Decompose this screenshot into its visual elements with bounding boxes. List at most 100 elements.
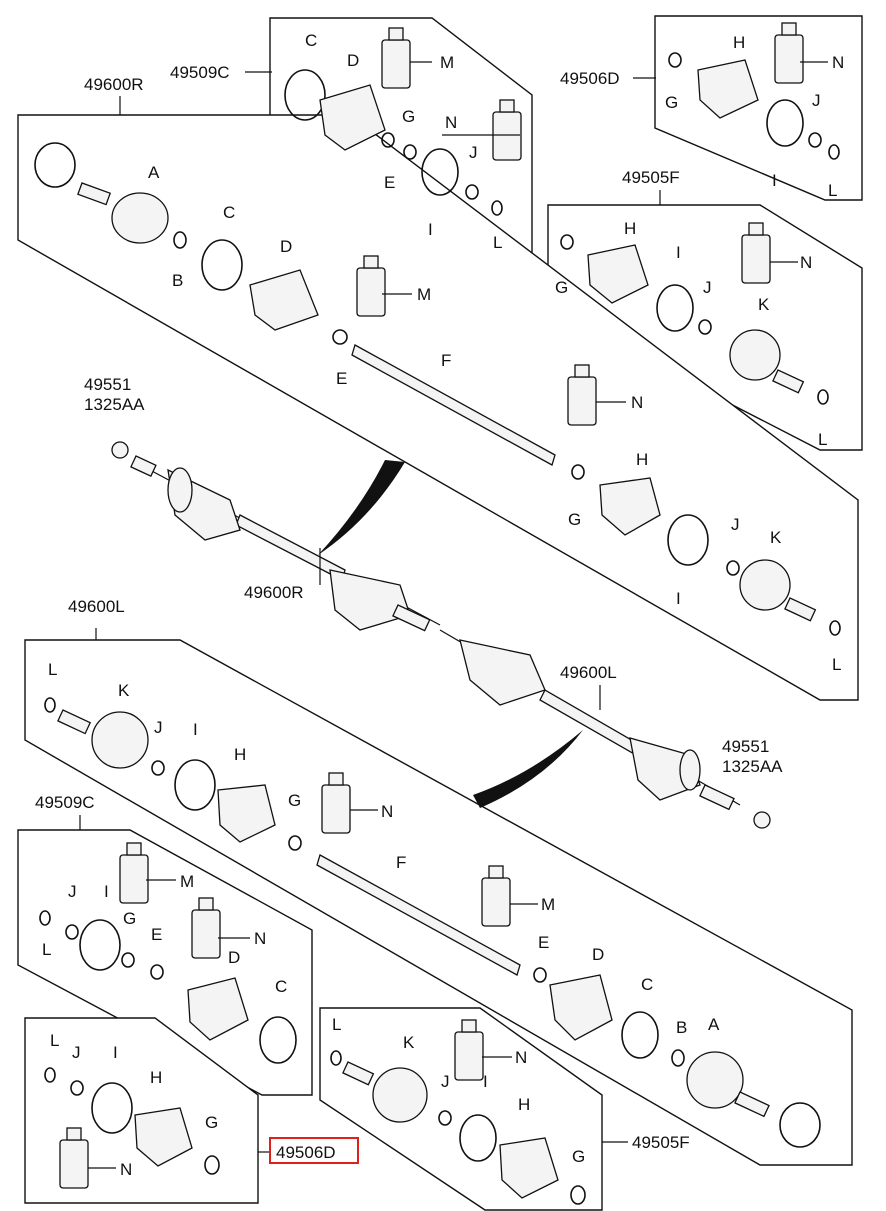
label-49505f-bottom: 49505F [632, 1133, 690, 1152]
boot-d-top [249, 269, 319, 331]
letter-c: C [641, 975, 653, 994]
letter-m: M [541, 895, 555, 914]
letter-m: M [417, 285, 431, 304]
boot-h-lower [217, 784, 276, 843]
clamp-g-kit3 [560, 234, 574, 250]
letter-l: L [493, 233, 502, 252]
letter-n: N [254, 929, 266, 948]
grease-n-kit2 [774, 22, 804, 84]
ring-j-mid [726, 560, 740, 576]
clamp-e-top [332, 329, 348, 345]
letter-d: D [347, 51, 359, 70]
clamp-i-kit3 [656, 284, 694, 332]
inner-joint-k-lower [57, 709, 149, 769]
assembled-shaft-49600r [130, 455, 441, 632]
ring-b-lower [671, 1049, 685, 1067]
clamp-i-kit5 [91, 1082, 133, 1134]
clamp-c-kit4 [259, 1016, 297, 1064]
letter-c: C [223, 203, 235, 222]
grease-m-lower [481, 865, 511, 927]
circlip-l-kit1 [491, 200, 503, 216]
outer-joint-a-lower [686, 1051, 770, 1118]
clamp-g-lower [288, 835, 302, 851]
clamp-g-kit5 [204, 1155, 220, 1175]
letter-j: J [731, 515, 740, 534]
outer-joint-a-top [77, 182, 169, 244]
letter-l: L [332, 1015, 341, 1034]
letter-g: G [555, 278, 568, 297]
letter-g: G [402, 107, 415, 126]
grease-n-kit4 [191, 897, 221, 959]
grease-n-kit1 [492, 99, 522, 161]
label-49505f-top: 49505F [622, 168, 680, 187]
letter-a: A [708, 1015, 720, 1034]
label-49551-bottom: 49551 [722, 737, 769, 756]
letter-k: K [758, 295, 770, 314]
letter-m: M [440, 53, 454, 72]
letter-i: I [772, 171, 777, 190]
highlight-box-49506d [269, 1137, 359, 1164]
letter-h: H [636, 450, 648, 469]
letter-g: G [572, 1147, 585, 1166]
clamp-i-mid [667, 514, 709, 566]
letter-h: H [733, 33, 745, 52]
label-49600l-mid: 49600L [560, 663, 617, 682]
circlip-l-kit4 [39, 910, 51, 926]
grease-m-top [356, 255, 386, 317]
letter-i: I [428, 220, 433, 239]
clamp-g-kit2 [668, 52, 682, 68]
inner-joint-k-kit6 [342, 1061, 428, 1123]
ring-j-kit5 [70, 1080, 84, 1096]
letter-j: J [812, 91, 821, 110]
letter-h: H [234, 745, 246, 764]
letter-a: A [148, 163, 160, 182]
label-49600l-top: 49600L [68, 597, 125, 616]
nut-top [111, 441, 129, 459]
letter-n: N [631, 393, 643, 412]
shaft-f-lower [316, 854, 521, 976]
abs-ring-top [34, 142, 76, 188]
circlip-l-kit5 [44, 1067, 56, 1083]
letter-g: G [205, 1113, 218, 1132]
letter-i: I [483, 1072, 488, 1091]
letter-h: H [518, 1095, 530, 1114]
clamp-i-kit6 [459, 1114, 497, 1162]
clamp-e-kit1 [381, 132, 395, 148]
letter-g: G [123, 909, 136, 928]
frame-49600l [24, 639, 853, 1166]
wedge-pointer-top [318, 460, 405, 555]
clamp-g-mid [571, 464, 585, 480]
letter-j: J [703, 278, 712, 297]
label-49600r-top: 49600R [84, 75, 144, 94]
grease-n-kit3 [741, 222, 771, 284]
ring-j-kit3 [698, 319, 712, 335]
letter-l: L [48, 660, 57, 679]
ring-b-top [173, 231, 187, 249]
clamp-c-lower [621, 1011, 659, 1059]
letter-n: N [515, 1048, 527, 1067]
letter-n: N [800, 253, 812, 272]
clamp-i-kit4 [79, 919, 121, 971]
letter-i: I [676, 589, 681, 608]
circlip-l-kit2 [828, 144, 840, 160]
letter-j: J [72, 1043, 81, 1062]
clamp-c-kit1 [284, 69, 326, 121]
letter-g: G [288, 791, 301, 810]
ring-j-kit4 [65, 924, 79, 940]
letter-n: N [832, 53, 844, 72]
clamp-i-kit2 [766, 99, 804, 147]
label-49506d-bottom: 49506D [276, 1143, 336, 1162]
letter-n: N [120, 1160, 132, 1179]
letter-k: K [403, 1033, 415, 1052]
letter-f: F [441, 351, 451, 370]
label-1325aa-top: 1325AA [84, 395, 145, 414]
letter-e: E [384, 173, 395, 192]
ring-j-lower [151, 760, 165, 776]
letter-j: J [441, 1072, 450, 1091]
label-49506d-top: 49506D [560, 69, 620, 88]
ring-j-kit2 [808, 132, 822, 148]
letter-h: H [150, 1068, 162, 1087]
boot-d-lower [549, 974, 613, 1041]
